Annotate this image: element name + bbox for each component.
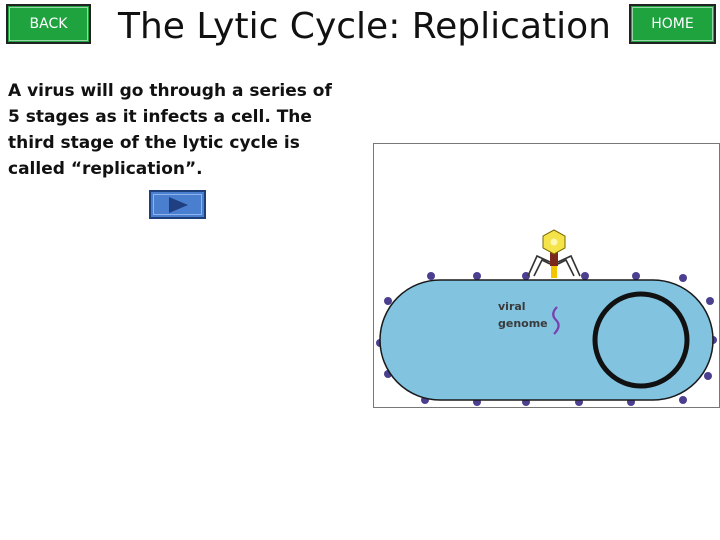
cell-illustration: viral genome [376, 229, 717, 406]
page-title: The Lytic Cycle: Replication [118, 6, 611, 47]
play-button[interactable] [149, 190, 206, 219]
viral-genome-label: viral [498, 300, 526, 313]
bacterial-chromosome [592, 291, 690, 389]
back-button[interactable]: BACK [6, 4, 91, 44]
home-button[interactable]: HOME [629, 4, 716, 44]
viral-genome-label-line2: genome [498, 317, 548, 330]
bacteriophage-icon [527, 229, 581, 278]
description-text: A virus will go through a series of 5 st… [8, 81, 332, 179]
viral-genome-strand [552, 306, 560, 335]
play-icon [168, 196, 188, 213]
bacterial-cell [379, 279, 714, 401]
lytic-cycle-animation: viral genome [373, 143, 720, 408]
